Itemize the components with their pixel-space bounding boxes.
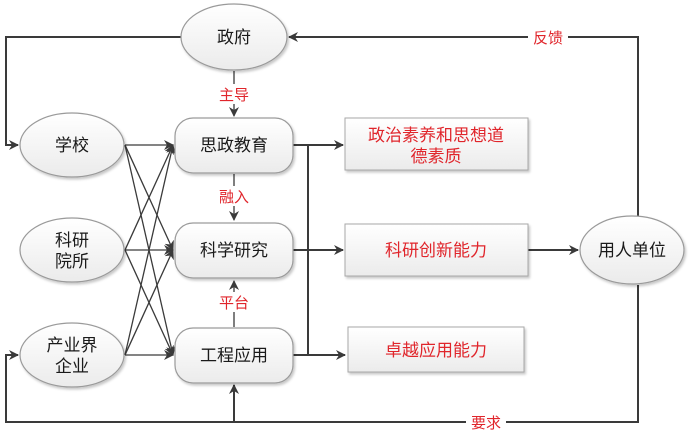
ideological-education-label: 思政教育 [200,136,268,156]
political-quality-outcome: 政治素养和思想道 德素质 [344,117,529,171]
employer-label: 用人单位 [598,241,666,261]
scientific-research-node: 科学研究 [174,222,294,279]
research-institute-node: 科研 院所 [19,217,125,283]
activity-to-outcome-edges [293,140,346,360]
government-to-school-edge [5,36,181,150]
school-label: 学校 [55,136,89,156]
innovation-ability-label: 科研创新能力 [385,241,487,261]
research-institute-label-line2: 院所 [55,252,89,272]
scientific-research-label: 科学研究 [200,241,268,261]
engineering-application-label: 工程应用 [200,346,268,366]
government-label: 政府 [217,28,251,48]
political-quality-label-line1: 政治素养和思想道 [368,126,504,146]
application-ability-outcome: 卓越应用能力 [347,326,525,373]
application-ability-label: 卓越应用能力 [385,341,487,361]
feedback-edge [288,32,639,216]
innovation-ability-outcome: 科研创新能力 [344,223,529,277]
research-institute-label-line1: 科研 [55,231,89,251]
industry-node: 产业界 企业 [19,322,125,388]
political-quality-label-line2: 德素质 [411,147,462,167]
ideological-education-node: 思政教育 [174,117,294,174]
school-node: 学校 [19,112,125,178]
industry-label-line1: 产业界 [47,336,98,356]
entity-to-activity-edges [124,140,176,360]
requirement-label: 要求 [471,414,501,432]
requirement-edge [5,285,639,423]
lead-label: 主导 [219,86,249,104]
integrate-label: 融入 [219,188,249,206]
employer-node: 用人单位 [579,215,685,285]
feedback-label: 反馈 [533,29,563,47]
industry-label-line2: 企业 [55,357,89,377]
government-node: 政府 [180,3,288,71]
engineering-application-node: 工程应用 [174,327,294,384]
platform-label: 平台 [219,294,249,312]
